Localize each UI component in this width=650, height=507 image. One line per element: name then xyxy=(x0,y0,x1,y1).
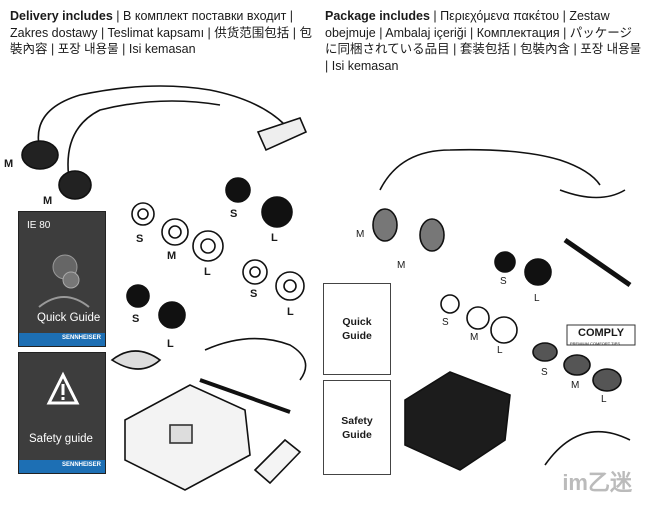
size-label: M xyxy=(470,332,479,343)
brand-logo: SENNHEISER xyxy=(61,462,101,468)
safety-guide-label: Safety guide xyxy=(29,433,93,445)
safety-guide-booklet: Safety guide SENNHEISER xyxy=(18,352,106,474)
size-label: L xyxy=(287,306,294,318)
quick-guide-box: Quick Guide xyxy=(323,283,391,375)
left-heading: Delivery includes | В комплект поставки … xyxy=(10,8,318,58)
comply-logo: COMPLY xyxy=(578,327,625,339)
size-label: M xyxy=(167,250,177,262)
size-label: M xyxy=(571,380,580,391)
product-name: IE 80 xyxy=(27,220,51,231)
size-label: M xyxy=(4,158,14,170)
size-label: L xyxy=(601,394,607,405)
size-label: L xyxy=(534,293,540,304)
cable-clip xyxy=(110,350,162,370)
safety-guide-box: Safety Guide xyxy=(323,380,391,475)
earphone-m2 xyxy=(58,170,92,200)
left-heading-rest: | В комплект поставки входит | Zakres do… xyxy=(10,9,312,56)
cleaning-tool xyxy=(253,438,302,485)
left-cable xyxy=(37,85,286,151)
right-earphone-m1 xyxy=(372,208,398,242)
comply-subtitle: PREMIUM COMFORT TIPS xyxy=(570,341,621,346)
volume-cable xyxy=(199,378,291,414)
ear-hook-left xyxy=(204,337,307,381)
right-heading: Package includes | Περιεχόμενα πακέτου |… xyxy=(325,8,643,74)
right-ear-hook xyxy=(544,430,631,466)
remote xyxy=(563,237,632,288)
size-label: S xyxy=(132,313,140,325)
size-label: M xyxy=(43,195,53,207)
left-cable-2 xyxy=(67,100,221,186)
earphone-illustration xyxy=(38,254,90,308)
right-heading-rest: | Περιεχόμενα πακέτου | Zestaw obejmuje … xyxy=(325,9,642,73)
earphone-m1 xyxy=(21,140,59,170)
size-label: S xyxy=(442,317,449,328)
ie80-quick-guide-booklet: IE 80 Quick Guide SENNHEISER xyxy=(18,211,106,347)
size-label: L xyxy=(271,232,278,244)
size-label: L xyxy=(204,266,211,278)
right-jack-cable xyxy=(559,189,626,199)
brand-logo: SENNHEISER xyxy=(61,335,101,341)
comply-logo-frame xyxy=(566,324,636,346)
case-logo xyxy=(169,424,193,444)
brand-stripe: SENNHEISER xyxy=(19,460,105,473)
right-cable xyxy=(379,148,601,191)
size-label: S xyxy=(541,367,548,378)
size-label: L xyxy=(167,338,174,350)
size-label: S xyxy=(250,288,258,300)
quick-guide-label: Quick Guide xyxy=(37,312,101,324)
watermark: im乙迷 xyxy=(562,470,632,495)
warning-icon xyxy=(46,371,80,405)
size-label: M xyxy=(356,229,365,240)
jack-plug xyxy=(256,117,308,152)
size-label: S xyxy=(230,208,238,220)
size-label: S xyxy=(136,233,144,245)
left-heading-bold: Delivery includes xyxy=(10,9,113,23)
right-carry-case xyxy=(404,371,511,471)
size-label: M xyxy=(397,260,406,271)
right-earphone-m2 xyxy=(419,218,445,252)
right-heading-bold: Package includes xyxy=(325,9,430,23)
size-label: S xyxy=(500,276,507,287)
size-label: L xyxy=(497,345,503,356)
brand-stripe: SENNHEISER xyxy=(19,333,105,346)
